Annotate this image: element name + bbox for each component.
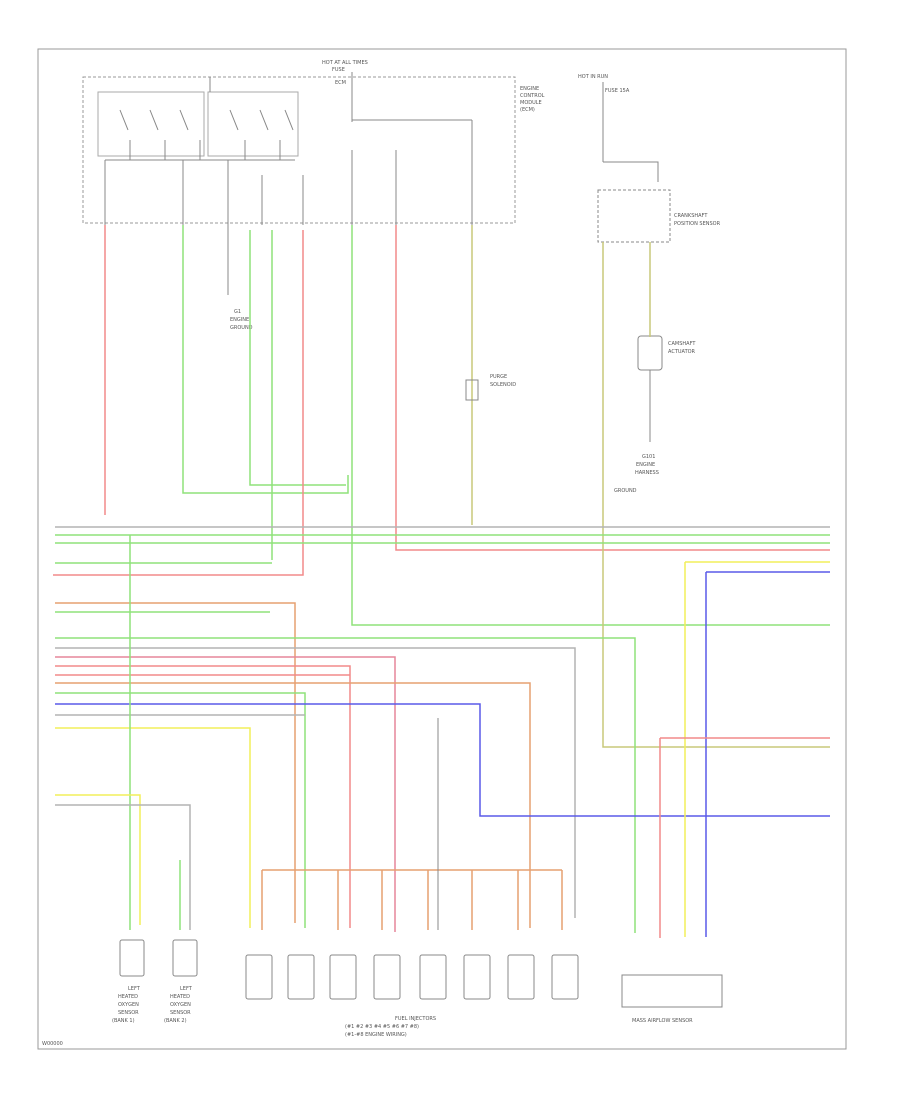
relay-box-mid	[207, 91, 299, 157]
fuel-injectors	[245, 954, 579, 1000]
diagram-border	[37, 48, 847, 1050]
purge-solenoid: PURGE SOLENOID	[465, 225, 516, 525]
crank-sensor-label-2: POSITION SENSOR	[674, 221, 721, 227]
o2-left-2-label-4: SENSOR	[170, 1010, 191, 1016]
injectors-caption-1: FUEL INJECTORS	[395, 1016, 436, 1022]
actuator-label-2: ACTUATOR	[668, 349, 696, 355]
o2-sensor-bank-1	[119, 939, 145, 977]
o2-left-1-label-1: LEFT	[128, 986, 141, 992]
o2-sensor-bank-2	[172, 939, 198, 977]
right-fuse	[597, 82, 671, 243]
o2-left-1-label-5: (BANK 1)	[112, 1018, 135, 1024]
injector-3	[329, 954, 357, 1000]
ground-right-label-4: GROUND	[614, 488, 637, 494]
injector-8	[551, 954, 579, 1000]
o2-left-1-label: LEFT HEATED OXYGEN SENSOR (BANK 1)	[112, 986, 141, 1024]
top-center-label-2: FUSE	[332, 67, 345, 73]
relay-switches	[105, 109, 295, 161]
oxygen-sensors	[119, 939, 198, 977]
ecm-label: ECM	[335, 80, 346, 86]
o2-left-2-label-3: OXYGEN	[170, 1002, 191, 1008]
ecm-block	[82, 76, 516, 224]
injector-2	[287, 954, 315, 1000]
ecm-right-label: ENGINE CONTROL MODULE (ECM)	[520, 86, 545, 113]
mass-airflow-sensor	[621, 974, 723, 1008]
top-center-label-1: HOT AT ALL TIMES	[322, 60, 368, 66]
injectors-caption-2: (#1 #2 #3 #4 #5 #6 #7 #8)	[345, 1024, 419, 1030]
injector-7	[507, 954, 535, 1000]
top-center-label: HOT AT ALL TIMES FUSE	[322, 60, 368, 73]
injector-6	[463, 954, 491, 1000]
crank-sensor-label-1: CRANKSHAFT	[674, 213, 708, 219]
injectors-caption-3: (#1-#8 ENGINE WIRING)	[345, 1032, 407, 1038]
purge-label-2: SOLENOID	[490, 382, 516, 388]
injector-1	[245, 954, 273, 1000]
ground-right-label-3: HARNESS	[635, 470, 659, 476]
o2-left-1-label-3: OXYGEN	[118, 1002, 139, 1008]
injector-rail	[261, 718, 563, 930]
ground-left-label-3: GROUND	[230, 325, 253, 331]
ecm-right-label-1: ENGINE	[520, 86, 539, 92]
right-wires	[659, 561, 830, 938]
ground-right-label-2: ENGINE	[636, 462, 655, 468]
ground-right-label-1: G101	[642, 454, 655, 460]
ground-right-label: G101 ENGINE HARNESS GROUND	[614, 454, 659, 494]
actuator-label-1: CAMSHAFT	[668, 341, 696, 347]
top-right-label-1: HOT IN RUN	[578, 74, 608, 80]
injector-5	[419, 954, 447, 1000]
ecm-wires	[53, 225, 830, 748]
mass-airflow-label: MASS AIRFLOW SENSOR	[632, 1018, 693, 1024]
o2-left-2-label: LEFT HEATED OXYGEN SENSOR (BANK 2)	[164, 986, 193, 1024]
actuator-label: CAMSHAFT ACTUATOR	[668, 341, 696, 355]
top-right-label-2: FUSE 15A	[605, 88, 630, 94]
ecm-right-label-4: (ECM)	[520, 107, 535, 113]
relay-box-left	[97, 91, 205, 157]
ground-left-label-2: ENGINE	[230, 317, 249, 323]
ecm-right-label-2: CONTROL	[520, 93, 545, 99]
ecm-pins	[104, 72, 473, 225]
o2-left-2-label-1: LEFT	[180, 986, 193, 992]
camshaft-actuator	[637, 335, 663, 371]
ground-left-label-1: G1	[234, 309, 241, 315]
ground-left: G1 ENGINE GROUND	[227, 225, 253, 331]
ecm-right-label-3: MODULE	[520, 100, 542, 106]
top-right-label: HOT IN RUN FUSE 15A	[578, 74, 630, 94]
o2-left-2-label-5: (BANK 2)	[164, 1018, 187, 1024]
injectors-caption: FUEL INJECTORS (#1 #2 #3 #4 #5 #6 #7 #8)…	[345, 1016, 436, 1038]
purge-label-1: PURGE	[490, 374, 507, 380]
injector-4	[373, 954, 401, 1000]
harness-bus	[55, 526, 830, 933]
o2-left-2-label-2: HEATED	[170, 994, 190, 1000]
o2-left-1-label-2: HEATED	[118, 994, 138, 1000]
crank-sensor-label: CRANKSHAFT POSITION SENSOR	[674, 213, 721, 227]
o2-left-1-label-4: SENSOR	[118, 1010, 139, 1016]
page-code: W00000	[42, 1041, 63, 1047]
